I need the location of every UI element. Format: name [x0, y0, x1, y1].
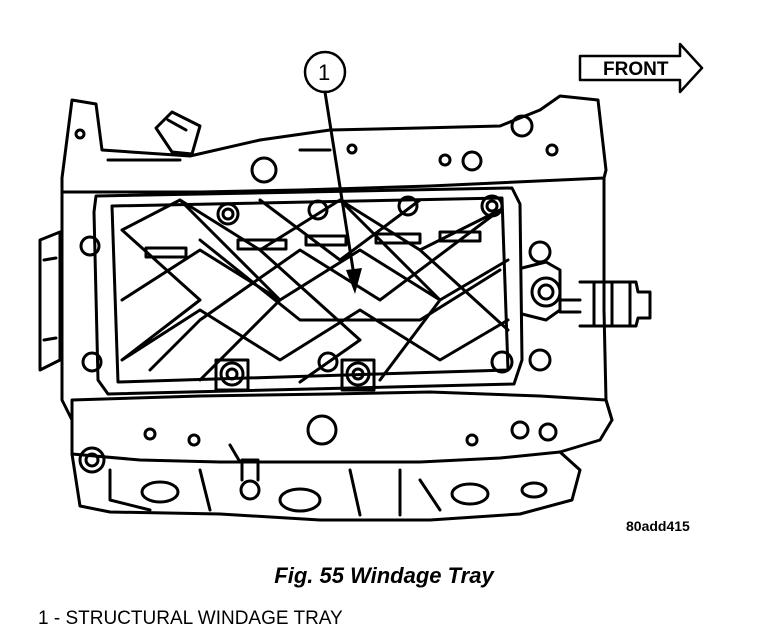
callout-leader — [323, 90, 357, 284]
callout-arrowhead — [346, 268, 362, 294]
front-arrow-outline — [578, 42, 704, 94]
callout-number: 1 — [318, 60, 330, 85]
tray-lattice — [120, 198, 510, 384]
sensor-plug — [154, 110, 202, 156]
cylinder-head-bottom — [70, 450, 582, 522]
figure-reference-code: 80add415 — [626, 518, 690, 534]
figure-caption: Fig. 55 Windage Tray — [274, 563, 494, 588]
engine-block-illustration: FRONT 1 — [38, 42, 704, 522]
legend-item: 1 - STRUCTURAL WINDAGE TRAY — [38, 608, 343, 629]
upper-block-rail — [60, 94, 608, 194]
engine-diagram: FRONT 1 — [38, 42, 704, 522]
crankshaft-nose — [578, 280, 652, 328]
lower-block-rail — [70, 390, 614, 464]
windage-tray-frame — [92, 186, 524, 396]
front-label: FRONT — [603, 59, 669, 80]
